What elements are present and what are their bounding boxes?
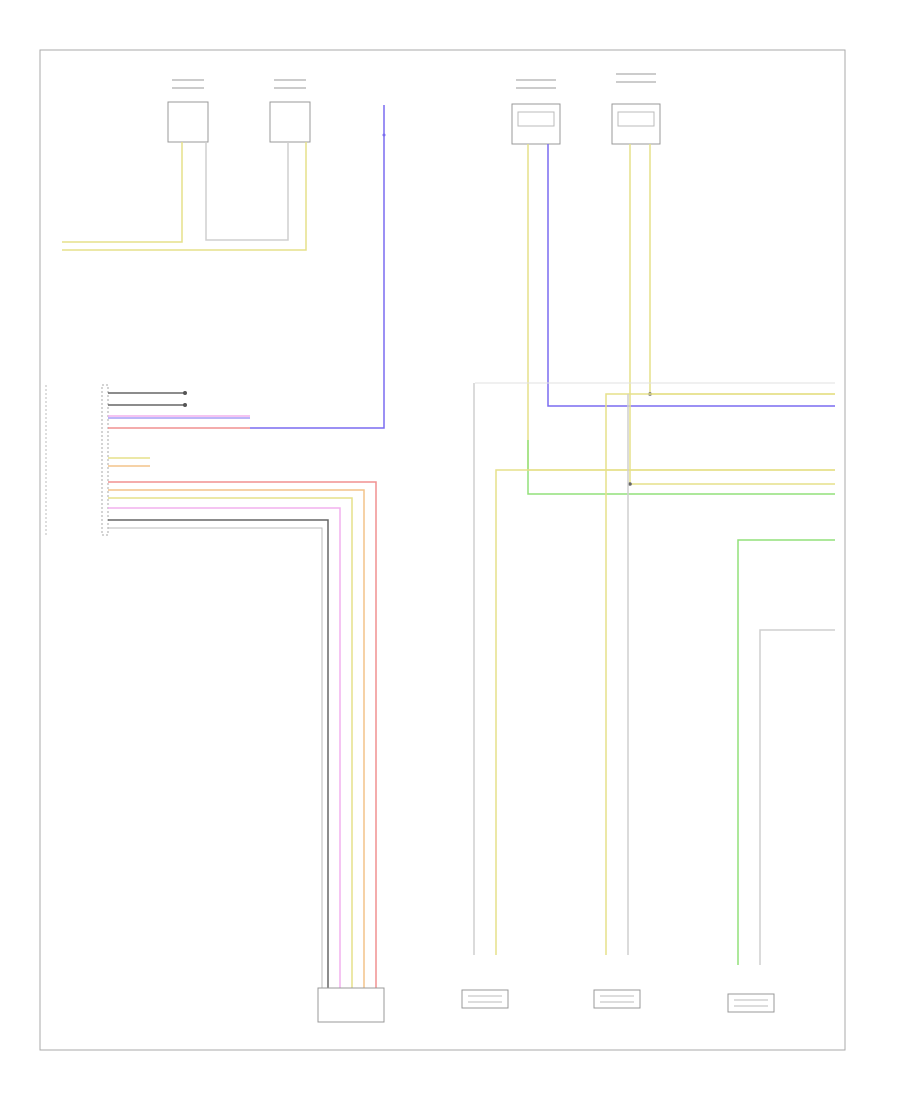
wire-red xyxy=(108,481,377,990)
wire-yellow xyxy=(62,142,307,251)
wire-yellow xyxy=(108,497,353,990)
wire-yellow xyxy=(605,393,835,955)
wire-blue xyxy=(250,105,385,429)
sensor-4 xyxy=(611,73,661,145)
subwoofer xyxy=(317,987,385,1023)
splice-dot xyxy=(628,482,632,486)
sensor-3 xyxy=(511,79,561,145)
wire-yellow xyxy=(527,144,835,471)
wire-yellow xyxy=(649,144,835,395)
wire-black xyxy=(108,519,329,990)
wire-pink xyxy=(108,507,341,990)
sensor-1 xyxy=(167,79,209,143)
speaker-2 xyxy=(593,989,641,1009)
ground-dot xyxy=(183,391,187,395)
wire-orange xyxy=(108,489,365,990)
wire-green xyxy=(737,539,835,965)
splice-dot xyxy=(382,133,386,137)
wire-white xyxy=(759,629,835,965)
wire-yellow xyxy=(495,469,835,955)
wire-white xyxy=(205,142,289,241)
diagram-frame xyxy=(39,49,846,1051)
ground-dot xyxy=(183,403,187,407)
wire-blue xyxy=(547,144,835,407)
speaker-1 xyxy=(461,989,509,1009)
sensor-2 xyxy=(269,79,311,143)
speaker-3 xyxy=(727,993,775,1013)
wire-yellow xyxy=(629,144,835,485)
wire-white xyxy=(108,527,323,990)
wire-green xyxy=(527,440,835,495)
audio-amplifier xyxy=(45,384,109,536)
wire-yellow xyxy=(62,142,183,243)
